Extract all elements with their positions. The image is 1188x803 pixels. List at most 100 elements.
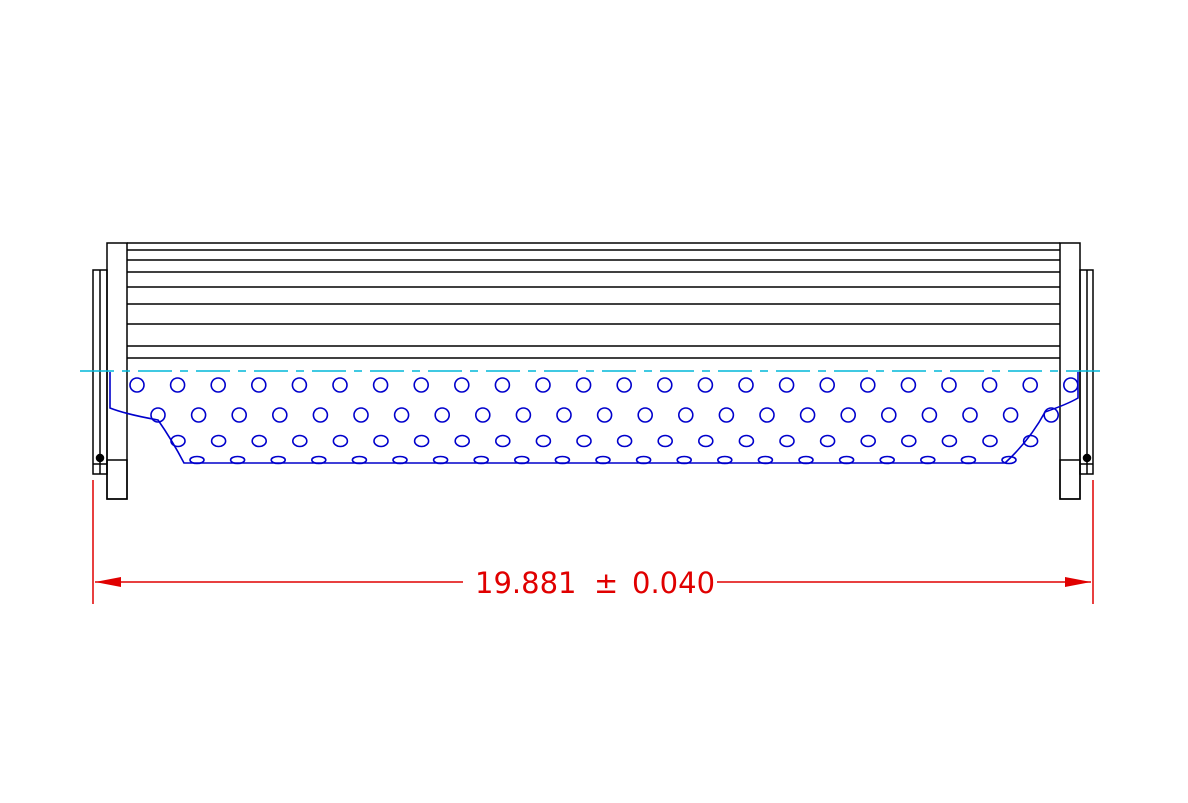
perforation-hole xyxy=(1063,377,1079,393)
perforation-hole xyxy=(129,377,145,393)
perforation-hole xyxy=(900,377,917,393)
perforation-hole xyxy=(860,434,877,448)
perforation-hole xyxy=(635,455,652,465)
dimension-plus-minus: ± xyxy=(594,566,618,600)
perforation-hole xyxy=(291,377,308,393)
perforation-hole xyxy=(616,377,633,393)
perforation-hole xyxy=(716,455,733,465)
right-oring-seal xyxy=(1082,453,1092,463)
perforation-hole xyxy=(738,434,755,448)
perforation-hole xyxy=(150,407,166,423)
left-end-cap-lower-step xyxy=(106,459,128,500)
perforation-hole xyxy=(453,377,470,393)
perforation-hole xyxy=(677,407,694,423)
right-end-cap xyxy=(1059,242,1094,500)
perforation-hole xyxy=(310,455,327,465)
perforation-hole xyxy=(494,377,511,393)
arrowhead-right xyxy=(1065,577,1091,587)
perforation-hole xyxy=(840,407,857,423)
perforation-hole xyxy=(757,455,774,465)
perforation-hole xyxy=(513,455,530,465)
perforation-hole xyxy=(941,434,958,448)
perforation-hole xyxy=(189,455,205,465)
left-oring-seal xyxy=(95,453,105,463)
perforation-hole xyxy=(353,407,369,423)
perforation-hole xyxy=(494,434,511,448)
perforation-hole xyxy=(960,455,977,465)
perforation-hole xyxy=(210,434,227,448)
arrowhead-left xyxy=(95,577,121,587)
perforation-hole xyxy=(291,434,308,448)
perforation-hole xyxy=(351,455,368,465)
perforation-hole xyxy=(1022,434,1039,448)
perforation-hole xyxy=(941,377,957,393)
perforation-hole xyxy=(413,434,430,448)
perforation-hole xyxy=(1043,407,1059,423)
perforation-hole xyxy=(392,455,408,465)
perforation-hole xyxy=(231,407,247,423)
perforation-hole xyxy=(982,434,998,448)
perforation-hole xyxy=(616,434,633,448)
perforation-hole xyxy=(595,455,611,465)
perforation-hole xyxy=(921,407,938,423)
perforation-hole xyxy=(799,407,816,423)
dimension-nominal: 19.881 xyxy=(475,566,576,600)
perforation-hole xyxy=(250,377,267,393)
perforation-hole xyxy=(981,377,998,393)
perforation-hole xyxy=(535,377,551,393)
overall-length-dimension xyxy=(92,480,1094,604)
perforation-hole xyxy=(393,407,410,423)
perforation-hole xyxy=(210,377,226,393)
perforation-hole xyxy=(434,407,451,423)
perforation-hole xyxy=(535,434,552,448)
perforation-hole xyxy=(473,455,490,465)
pleated-media xyxy=(127,242,1060,359)
perforation-hole xyxy=(919,455,936,465)
perforation-hole xyxy=(759,407,775,423)
perforation-hole xyxy=(798,455,814,465)
perforation-hole xyxy=(656,377,673,393)
perforation-hole xyxy=(657,434,674,448)
perforation-hole xyxy=(637,407,654,423)
perforation-hole xyxy=(372,377,389,393)
perforation-hole xyxy=(170,434,186,448)
perforation-hole xyxy=(962,407,978,423)
perforation-hole xyxy=(454,434,471,448)
right-end-cap-lower-step xyxy=(1059,459,1081,500)
perforation-hole xyxy=(1022,377,1038,393)
dimension-tolerance: 0.040 xyxy=(632,566,715,600)
perforation-hole xyxy=(332,377,348,393)
perforation-hole xyxy=(474,407,491,423)
perforation-hole xyxy=(697,377,714,393)
perforation-hole xyxy=(332,434,349,448)
perforation-hole xyxy=(169,377,186,393)
perforation-hole xyxy=(738,377,754,393)
perforation-hole xyxy=(778,377,795,393)
perforation-hole xyxy=(312,407,329,423)
perforation-hole xyxy=(1002,407,1019,423)
perforation-hole xyxy=(413,377,430,393)
perforation-hole xyxy=(718,407,735,423)
perforation-hole xyxy=(271,407,288,423)
perforation-hole xyxy=(190,407,207,423)
perforation-hole xyxy=(900,434,917,448)
perforation-hole xyxy=(880,407,897,423)
perforation-holes xyxy=(129,377,1079,465)
perforation-hole xyxy=(554,455,571,465)
perforation-hole xyxy=(251,434,268,448)
perforated-core-breakout xyxy=(109,372,1079,464)
perforation-hole xyxy=(879,455,896,465)
perforation-hole xyxy=(1001,455,1017,465)
perforation-hole xyxy=(270,455,287,465)
perforation-hole xyxy=(596,407,613,423)
perforation-hole xyxy=(576,434,592,448)
perforation-hole xyxy=(515,407,532,423)
perforation-hole xyxy=(859,377,876,393)
perforation-hole xyxy=(819,377,836,393)
perforation-hole xyxy=(779,434,795,448)
perforation-hole xyxy=(838,455,855,465)
perforation-hole xyxy=(819,434,836,448)
perforation-hole xyxy=(229,455,246,465)
perforation-hole xyxy=(556,407,572,423)
